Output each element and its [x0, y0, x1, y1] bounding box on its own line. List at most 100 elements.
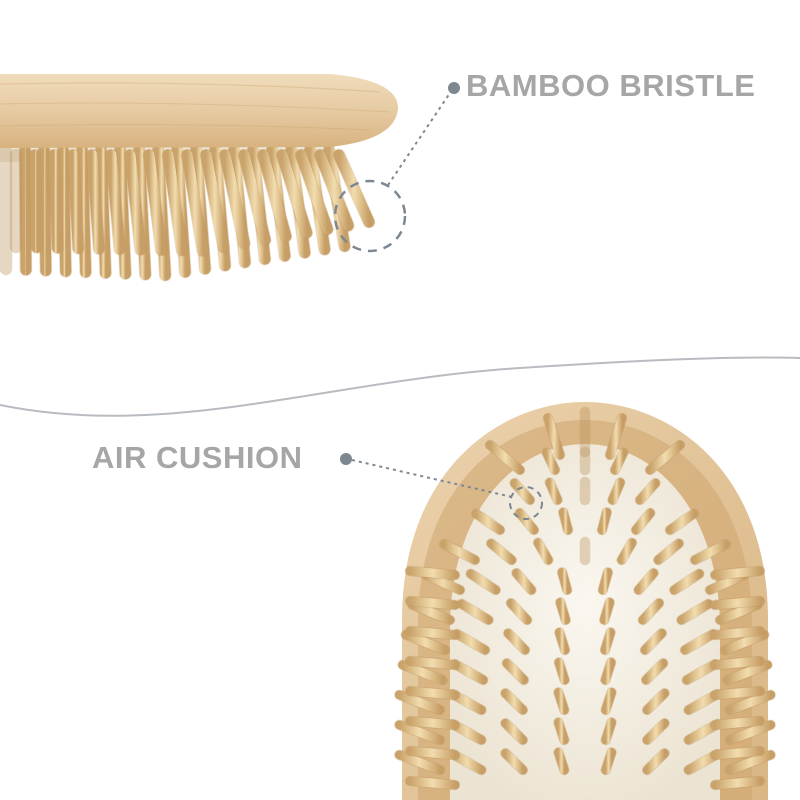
bristle-pin: [500, 718, 528, 745]
bristle-pin: [48, 149, 64, 254]
bristle-pin: [710, 716, 765, 730]
bristle-pin: [394, 750, 445, 775]
bristle-pin: [642, 718, 670, 745]
bristle-pin: [76, 144, 92, 278]
bristle-pin: [601, 747, 617, 775]
bamboo-bristles: [0, 143, 376, 282]
bristle-pin: [610, 448, 628, 475]
bristle-pin: [457, 599, 494, 625]
bristle-pin: [554, 657, 570, 685]
bristle-pin: [407, 600, 455, 625]
bristle-pin: [715, 600, 763, 625]
bristle-pin: [725, 720, 776, 745]
bristle-pin: [641, 658, 668, 685]
bristle-pin: [638, 598, 664, 625]
bristle-pin: [405, 596, 460, 610]
bristle-pin: [394, 720, 445, 745]
bristle-pin: [439, 539, 480, 565]
bristle-pin: [485, 440, 525, 475]
brush-face-view: [394, 402, 776, 800]
bristle-pin: [533, 538, 553, 565]
bristle-pin: [600, 627, 616, 655]
bristle-pin: [276, 149, 313, 239]
bristle-pin: [710, 656, 765, 670]
bristle-pin: [710, 686, 765, 700]
bristle-pin: [238, 149, 271, 246]
bristle-pin: [405, 566, 460, 580]
bristle-pin: [471, 509, 505, 535]
bristle-pin: [557, 567, 572, 595]
bristle-pin: [219, 149, 250, 250]
bristle-pin: [725, 690, 776, 715]
bristle-pin: [680, 629, 718, 655]
bristle-pin: [723, 660, 772, 685]
bristle-pin: [394, 690, 445, 715]
air-cushion-label: AIR CUSHION: [92, 440, 303, 475]
bristle-pin: [631, 508, 655, 535]
bristle-pin: [543, 413, 565, 460]
bristle-pin: [553, 687, 569, 715]
bristle-pin: [506, 598, 532, 625]
bristle-pin: [181, 149, 209, 257]
bristle-pin: [405, 776, 460, 790]
bristle-pin: [725, 750, 776, 775]
bristle-pin: [710, 566, 765, 580]
bristle-pin: [555, 597, 571, 625]
bristle-pin: [599, 597, 615, 625]
bristle-pin: [401, 630, 450, 655]
bristle-pin: [598, 567, 613, 595]
bristle-pin: [554, 627, 570, 655]
bristle-pin: [333, 149, 375, 228]
bristle-pin: [405, 626, 460, 640]
bamboo-bristle-marker: [333, 82, 460, 253]
bristle-pin: [398, 660, 447, 685]
bristle-pin: [452, 629, 490, 655]
bristle-pin: [642, 748, 670, 775]
bristle-pin: [257, 149, 292, 242]
bristle-pin: [405, 686, 460, 700]
bristle-pin: [600, 657, 616, 685]
bristle-pin: [545, 478, 562, 505]
bristle-pin: [503, 628, 530, 655]
bristle-pin: [450, 659, 488, 685]
bristle-pin: [676, 599, 713, 625]
brush-side-view: [0, 74, 398, 282]
bristle-pin: [38, 144, 52, 277]
bristle-pin: [601, 687, 617, 715]
bristle-pin: [601, 717, 617, 745]
bristle-pin: [405, 716, 460, 730]
bristle-pin: [690, 539, 731, 565]
bristle-pin: [682, 659, 720, 685]
bristle-pin: [669, 569, 704, 595]
bristle-pin: [500, 748, 528, 775]
bristle-pin: [634, 568, 659, 595]
bristle-pin: [124, 149, 147, 255]
bristle-pin: [608, 478, 625, 505]
bristle-pin: [295, 149, 333, 235]
bristle-pin: [710, 776, 765, 790]
bristle-pin: [597, 507, 612, 535]
bristle-pin: [640, 628, 667, 655]
bristle-pin: [162, 149, 188, 256]
bristle-pin: [67, 149, 84, 254]
bristle-pin: [635, 478, 660, 505]
bamboo-bristles-face: [394, 406, 776, 791]
bristle-pin: [133, 144, 151, 280]
bristle-pin: [314, 149, 354, 232]
bristle-pin: [500, 688, 528, 715]
air-cushion-marker: [340, 453, 543, 520]
bristle-pin: [29, 149, 43, 253]
bristle-pin: [665, 509, 699, 535]
bristle-pin: [95, 144, 112, 279]
bristle-pin: [511, 568, 536, 595]
bristle-pin: [114, 144, 132, 280]
bristle-pin: [200, 149, 230, 253]
bristle-pin: [502, 658, 529, 685]
bristle-pin: [642, 688, 670, 715]
bristle-pin: [553, 747, 569, 775]
bristle-pin: [617, 538, 637, 565]
bristle-pin: [653, 538, 684, 565]
bristle-pin: [710, 626, 765, 640]
bristle-pin: [510, 478, 535, 505]
